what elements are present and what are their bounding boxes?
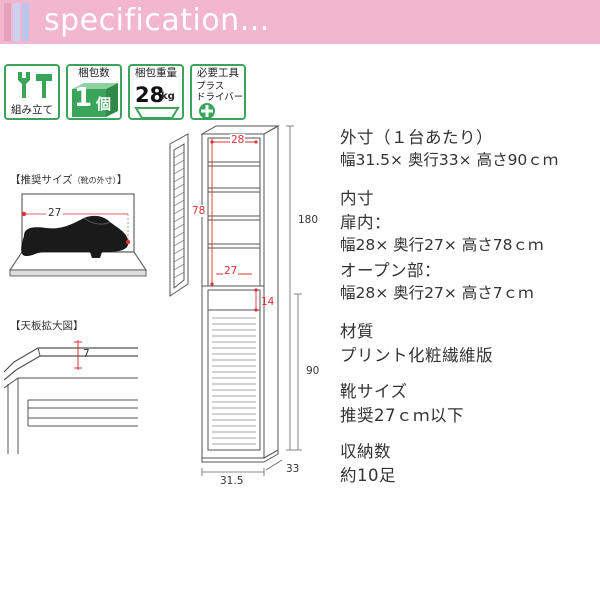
width-label: 31.5 (220, 475, 244, 487)
open-section-value: 幅28× 奥行27× 高さ7ｃｍ (340, 284, 534, 302)
weight-value: 28 (135, 83, 165, 107)
page-title: specification... (44, 3, 270, 38)
top-panel-height-label: 7 (83, 348, 90, 360)
capacity-value: 約10足 (340, 466, 396, 485)
depth-label: 33 (286, 463, 300, 475)
weight-unit: kg (161, 91, 175, 102)
shoe-figure-title: 【推奨サイズ（靴の外寸）】 (10, 174, 128, 186)
tool-name-line2: ドライバー (196, 92, 244, 103)
shoe-cabinet-drawing (169, 125, 302, 476)
weight-label: 梱包重量 (135, 67, 177, 79)
assembly-label: 組み立て (11, 104, 53, 116)
shoe-length-label: 27 (46, 207, 64, 219)
open-height-label: 14 (261, 296, 275, 308)
box-icon (72, 83, 118, 117)
material-label: 材質 (340, 322, 374, 341)
inner-size-label: 内寸 (340, 189, 374, 208)
package-count-unit: 個 (96, 95, 112, 113)
door-height-label: 78 (191, 205, 207, 217)
top-panel-illustration (4, 340, 138, 454)
package-count-value: 1 (74, 83, 93, 113)
screwdriver-icon (199, 103, 215, 118)
tools-icon (18, 72, 52, 98)
shoe-size-label: 靴サイズ (340, 382, 408, 401)
total-height-label: 180 (297, 214, 320, 226)
header-decoration (4, 3, 29, 41)
capacity-label: 収納数 (340, 442, 391, 461)
outer-size-label: 外寸（１台あたり） (340, 128, 493, 147)
scale-icon (134, 107, 180, 118)
weight-badge: 梱包重量 28 kg (128, 64, 184, 120)
open-section-label: オープン部： (340, 261, 442, 280)
shoe-size-value: 推奨27ｃｍ以下 (340, 406, 464, 425)
assembly-badge: 組み立て (4, 64, 60, 120)
material-value: プリント化粧繊維版 (340, 346, 493, 365)
required-tools-badge: 必要工具 プラス ドライバー (190, 64, 246, 120)
required-tools-label: 必要工具 (197, 67, 239, 79)
inner-width-label: 28 (230, 134, 246, 146)
door-inner-value: 幅28× 奥行27× 高さ78ｃｍ (340, 236, 544, 254)
lower-height-label: 90 (305, 365, 321, 377)
shoe-illustration (8, 193, 148, 277)
outer-size-value: 幅31.5× 奥行33× 高さ90ｃｍ (340, 151, 559, 169)
open-depth-label: 27 (223, 265, 239, 277)
package-count-badge: 梱包数 1 個 (66, 64, 122, 120)
tool-name-line1: プラス (196, 81, 225, 92)
package-count-label: 梱包数 (78, 67, 110, 79)
top-panel-figure-title: 【天板拡大図】 (10, 320, 84, 332)
header-bar (0, 0, 600, 44)
door-inner-label: 扉内： (340, 213, 391, 232)
